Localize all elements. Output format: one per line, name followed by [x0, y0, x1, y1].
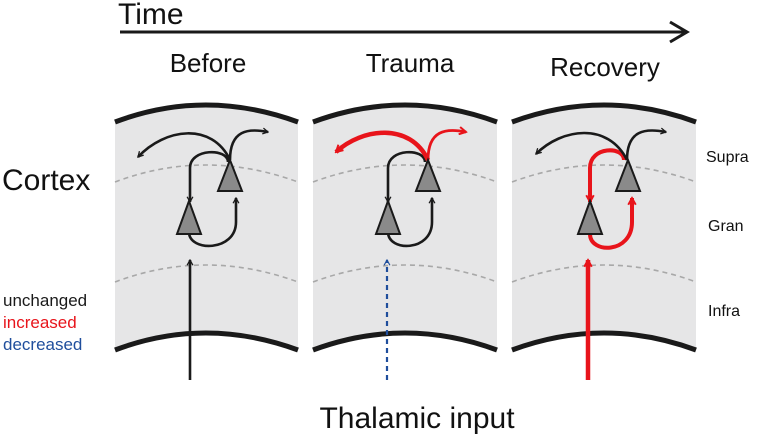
layer-label-gran: Gran — [708, 218, 744, 235]
panel-background — [115, 105, 298, 350]
time-label: Time — [118, 0, 184, 31]
legend: unchanged increased decreased — [3, 291, 87, 354]
upper-cortex-boundary — [511, 102, 697, 125]
supra-to-gran-projection — [388, 150, 427, 202]
granular-neuron — [175, 198, 203, 235]
supragranular-neuron — [216, 157, 244, 192]
layer-label-supra: Supra — [706, 149, 749, 166]
gran-to-supra-projection — [588, 198, 632, 250]
granular-neuron — [576, 198, 604, 235]
supra-output-left — [137, 132, 232, 161]
circuit-trauma — [334, 130, 466, 380]
granular-neuron — [374, 198, 402, 235]
supra-gran-divider — [312, 164, 498, 183]
supra-output-left — [334, 130, 431, 162]
gran-infra-divider — [312, 264, 498, 283]
legend-increased: increased — [3, 313, 77, 332]
upper-cortex-boundary — [312, 102, 498, 125]
supra-gran-divider — [114, 164, 299, 183]
panel-background — [313, 105, 497, 350]
circuit-before — [137, 130, 268, 380]
legend-decreased: decreased — [3, 335, 82, 354]
panel-before — [114, 102, 299, 353]
lower-cortex-boundary — [511, 330, 697, 353]
panel-trauma — [312, 102, 498, 353]
supra-gran-divider — [511, 164, 697, 183]
supragranular-neuron — [614, 157, 642, 192]
layer-label-infra: Infra — [708, 303, 740, 320]
gran-to-supra-projection — [187, 198, 236, 248]
supra-output-left — [536, 131, 629, 161]
panel-title-before: Before — [170, 48, 247, 78]
supra-output-right — [228, 130, 268, 161]
supra-to-gran-projection — [590, 148, 626, 202]
supra-to-gran-projection — [190, 150, 230, 202]
gran-infra-divider — [511, 264, 697, 283]
gran-to-supra-projection — [386, 198, 432, 248]
panel-background — [512, 105, 696, 350]
circuit-recovery — [536, 130, 666, 380]
panel-title-recovery: Recovery — [550, 52, 660, 82]
lower-cortex-boundary — [312, 330, 498, 353]
thalamic-input-label: Thalamic input — [319, 402, 515, 435]
legend-unchanged: unchanged — [3, 291, 87, 310]
cortex-label: Cortex — [2, 164, 90, 197]
supra-output-right — [426, 130, 466, 161]
panel-title-trauma: Trauma — [366, 48, 455, 78]
supra-output-right — [625, 130, 666, 161]
supragranular-neuron — [414, 157, 442, 192]
gran-infra-divider — [114, 264, 299, 283]
time-arrowhead — [669, 20, 690, 44]
lower-cortex-boundary — [114, 330, 299, 353]
upper-cortex-boundary — [114, 102, 299, 125]
panel-recovery — [511, 102, 697, 353]
